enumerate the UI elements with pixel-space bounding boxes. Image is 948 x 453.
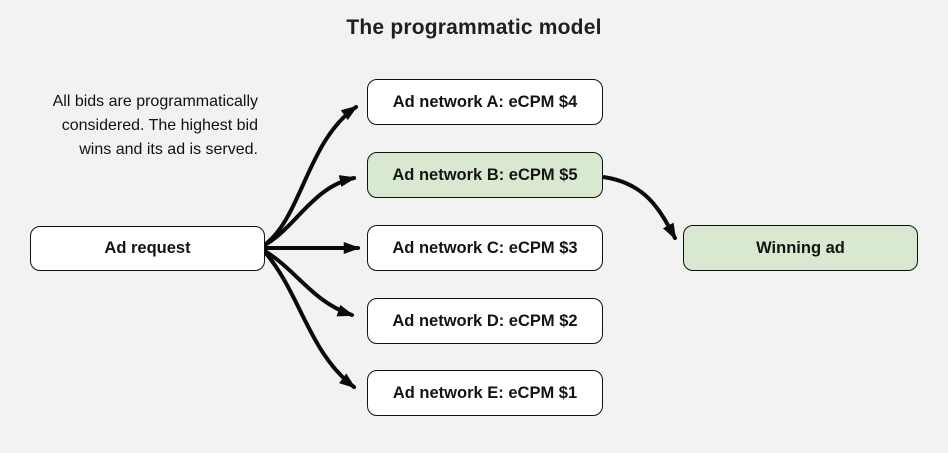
arrow-request-to-network-a bbox=[261, 105, 359, 248]
network-c-box: Ad network C: eCPM $3 bbox=[367, 225, 603, 271]
description-line-1: All bids are programmatically bbox=[52, 93, 258, 110]
network-c-label: Ad network C: eCPM $3 bbox=[392, 238, 578, 257]
network-d-label: Ad network D: eCPM $2 bbox=[392, 311, 578, 330]
ad-request-label: Ad request bbox=[104, 239, 191, 257]
arrow-network-b-to-winning-ad bbox=[601, 175, 677, 241]
winning-ad-box: Winning ad bbox=[683, 225, 918, 271]
network-e-box: Ad network E: eCPM $1 bbox=[367, 370, 603, 416]
network-a-label: Ad network A: eCPM $4 bbox=[392, 92, 578, 111]
description-line-2: considered. The highest bid bbox=[61, 117, 258, 134]
network-b-label: Ad network B: eCPM $5 bbox=[392, 165, 578, 184]
arrow-request-to-network-b bbox=[261, 175, 357, 248]
diagram-description: All bids are programmatically considered… bbox=[12, 90, 258, 162]
network-a-box: Ad network A: eCPM $4 bbox=[367, 79, 603, 125]
ad-request-box: Ad request bbox=[30, 226, 265, 271]
winning-ad-label: Winning ad bbox=[756, 238, 845, 257]
description-line-3: wins and its ad is served. bbox=[79, 141, 258, 158]
arrow-request-to-network-d bbox=[261, 248, 355, 317]
network-e-label: Ad network E: eCPM $1 bbox=[392, 383, 578, 402]
network-b-box: Ad network B: eCPM $5 bbox=[367, 152, 603, 198]
arrow-request-to-network-e bbox=[261, 248, 357, 389]
network-d-box: Ad network D: eCPM $2 bbox=[367, 298, 603, 344]
diagram-title: The programmatic model bbox=[346, 16, 602, 39]
